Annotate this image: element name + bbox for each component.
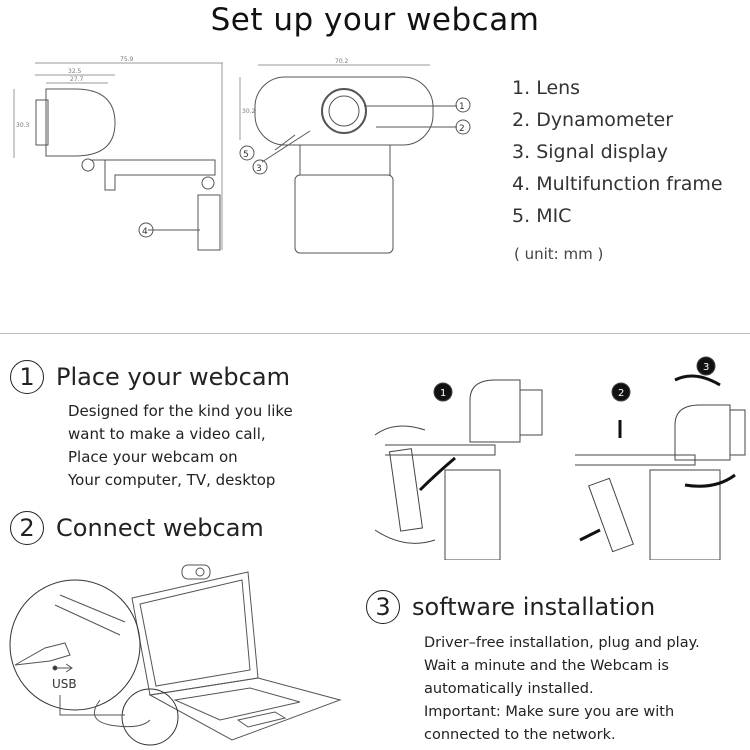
step-3-text: Driver–free installation, plug and play.… [424,635,700,743]
front-view: 70.2 30.2 1 2 5 3 [239,58,471,254]
dim-side-depth: 32.5 [68,68,82,75]
usb-label: USB [52,677,77,691]
step-number: 2 [10,511,44,545]
unit-note: ( unit: mm ) [514,245,604,263]
step-3-heading: 3 software installation [366,590,655,624]
callout-4: 4 [142,227,148,237]
callout-3: 3 [256,164,262,174]
legend-item: 4. Multifunction frame [512,173,723,195]
callout-5: 5 [243,150,249,160]
dim-front-width: 70.2 [335,58,349,65]
divider [0,333,750,334]
legend-item: 2. Dynamometer [512,109,674,131]
legend-item: 3. Signal display [512,141,669,163]
page-title: Set up your webcam [210,2,540,38]
callout-1: 1 [459,102,465,112]
step-title: software installation [412,593,656,621]
badge-1: 1 [440,388,446,399]
step-number: 1 [10,360,44,394]
dim-side-height: 30.3 [16,122,30,129]
badge-2: 2 [618,388,624,399]
step-number: 3 [366,590,400,624]
legend-item: 5. MIC [512,205,572,227]
parts-legend: 1. Lens 2. Dynamometer 3. Signal display… [512,72,723,232]
laptop-usb-illustration: USB [9,564,342,746]
webcam-dimension-drawing: 75.9 32.5 27.7 30.3 4 70.2 30.2 1 2 5 3 [13,56,471,254]
step-2-heading: 2 Connect webcam [10,511,264,545]
legend-item: 1. Lens [512,77,581,99]
placement-step-2-3: 2 3 [575,356,746,560]
step-1-heading: 1 Place your webcam [10,360,290,394]
dim-side-inner: 27.7 [70,76,84,83]
badge-3: 3 [703,362,709,373]
step-title: Place your webcam [56,363,290,391]
callout-2: 2 [459,124,465,134]
placement-illustration: 1 2 3 [375,356,746,560]
dim-side-width: 75.9 [120,56,134,63]
dim-front-height: 30.2 [242,108,256,115]
placement-step-1: 1 [375,379,543,560]
step-title: Connect webcam [56,514,264,542]
side-view: 75.9 32.5 27.7 30.3 4 [13,56,223,251]
